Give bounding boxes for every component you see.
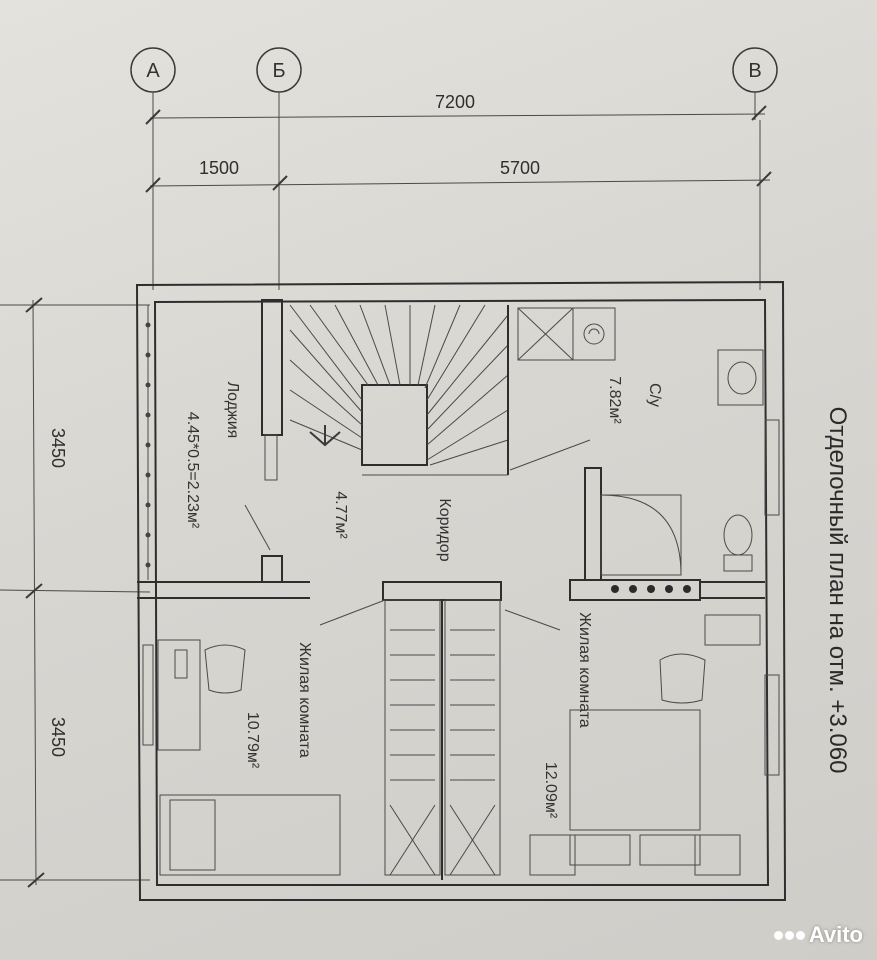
bed-icon-right: [569, 709, 701, 831]
axis-b-label: Б: [272, 60, 285, 82]
leader-lines: [244, 439, 591, 631]
dimension-total-width-label: 7200: [435, 92, 475, 112]
dimension-upper-height-label: 3450: [48, 428, 68, 468]
loggia-railing: [145, 305, 278, 580]
axis-v-marker: В: [732, 47, 778, 120]
staircase: [289, 304, 509, 476]
bed-icon: [159, 794, 341, 876]
dimension-right-span-label: 5700: [500, 158, 540, 178]
room-living-left-area: 10.79м²: [244, 712, 261, 769]
axis-a-label: А: [146, 60, 160, 82]
closets: [384, 599, 501, 880]
dimension-lower-height-label: 3450: [48, 717, 68, 757]
dimension-left-span-label: 1500: [199, 158, 239, 178]
chair-icon: [204, 644, 246, 694]
chair-icon-right: [659, 653, 706, 704]
axis-a-marker: А: [130, 47, 176, 120]
avito-watermark: Avito: [773, 922, 863, 948]
right-room-furniture: [529, 614, 780, 876]
axis-b-marker: Б: [256, 47, 302, 190]
shower-icon: [600, 494, 682, 576]
sink-icon: [717, 349, 764, 406]
room-loggia-name: Лоджия: [224, 382, 241, 439]
axis-v-label: В: [748, 60, 761, 82]
middle-partition-walls: [137, 299, 765, 601]
toilet-icon: [723, 514, 753, 556]
room-living-left-name: Жилая комната: [296, 642, 313, 758]
room-bathroom-name: С/у: [646, 383, 663, 407]
room-living-right-name: Жилая комната: [576, 612, 593, 728]
dimension-left-heights: 3450 3450: [0, 297, 151, 888]
room-corridor-name: Коридор: [436, 498, 453, 561]
room-corridor-area: 4.77м²: [332, 491, 349, 539]
room-loggia-area: 4.45*0.5=2.23м²: [184, 412, 201, 529]
dimension-total-width: 7200: [145, 92, 767, 125]
room-bathroom-area: 7.82м²: [606, 376, 623, 424]
room-living-right-area: 12.09м²: [542, 762, 559, 819]
watermark-brand: Avito: [808, 922, 863, 947]
bathroom-fixtures: [517, 307, 780, 593]
avito-logo-icon: [773, 930, 805, 940]
plan-title: Отделочный план на отм. +3.060: [824, 407, 851, 774]
outer-walls: [135, 280, 787, 901]
left-room-furniture: [142, 639, 341, 876]
dimension-right-span: 5700: [500, 158, 772, 187]
dimension-left-span: 1500: [145, 158, 771, 193]
